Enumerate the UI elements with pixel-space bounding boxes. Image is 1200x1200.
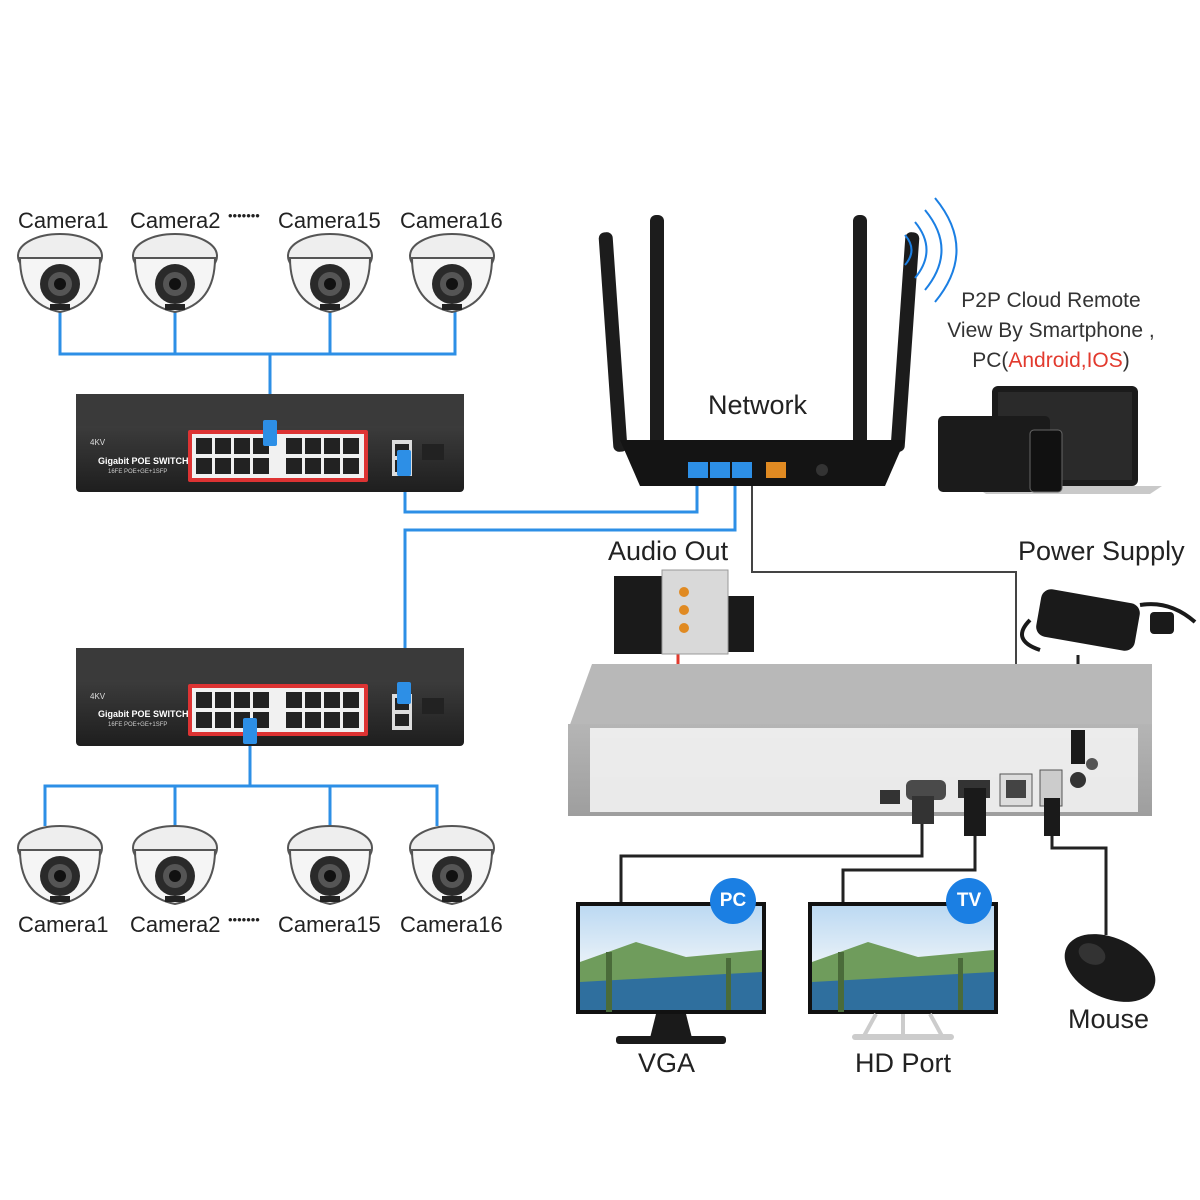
switch-bottom-subtitle: 16FE POE+GE+1SFP: [108, 722, 168, 728]
remote-line3-suffix: ): [1122, 349, 1130, 372]
camera-bottom-2-label: Camera2: [130, 912, 221, 937]
camera-bottom-ellipsis: •••••••: [228, 912, 260, 927]
monitor-vga: [576, 902, 766, 1044]
tv-badge: TV: [946, 878, 992, 924]
cable-top-cameras-bus: [58, 312, 457, 356]
camera-bottom-1-label: Camera1: [18, 912, 109, 937]
camera-bottom-1: [17, 825, 103, 905]
audio-out-label: Audio Out: [608, 536, 729, 566]
cable-mouse: [1050, 836, 1108, 935]
cable-vga: [619, 822, 924, 902]
camera-top-16-label: Camera16: [400, 208, 503, 233]
cable-bottom-cameras-bus: [43, 784, 439, 826]
wifi-icon: [904, 197, 958, 303]
camera-bottom-15-label: Camera15: [278, 912, 381, 937]
vga-label: VGA: [638, 1048, 696, 1078]
camera-bottom-15: [287, 825, 373, 905]
camera-top-16: [409, 233, 495, 313]
camera-top-2: [132, 233, 218, 313]
switch-bottom-brand: 4KV: [90, 692, 106, 701]
camera-bottom-2: [132, 825, 218, 905]
monitor-hd: [808, 902, 998, 1040]
switch-top-subtitle: 16FE POE+GE+1SFP: [108, 469, 168, 475]
camera-top-ellipsis: •••••••: [228, 208, 260, 223]
remote-view-text: P2P Cloud Remote View By Smartphone , PC…: [938, 286, 1164, 376]
camera-bottom-16-label: Camera16: [400, 912, 503, 937]
camera-bottom-16: [409, 825, 495, 905]
remote-platforms: Android,IOS: [1008, 349, 1123, 372]
switch-top-brand: 4KV: [90, 438, 106, 447]
power-supply-label: Power Supply: [1018, 536, 1185, 566]
remote-line1: P2P Cloud Remote: [961, 289, 1141, 312]
speakers-icon: [614, 569, 754, 655]
pc-badge: PC: [710, 878, 756, 924]
power-adapter-icon: [1020, 589, 1197, 652]
remote-line3: PC(Android,IOS): [938, 346, 1164, 376]
remote-line2: View By Smartphone ,: [947, 319, 1155, 342]
cable-switch-bottom-to-router: [403, 478, 737, 688]
mouse-label: Mouse: [1068, 1004, 1150, 1034]
camera-top-15: [287, 233, 373, 313]
network-label: Network: [708, 390, 808, 420]
hd-port-label: HD Port: [855, 1048, 952, 1078]
camera-top-1: [17, 233, 103, 313]
cable-hdmi: [841, 836, 977, 902]
switch-top-title: Gigabit POE SWITCH: [98, 456, 189, 466]
camera-top-1-label: Camera1: [18, 208, 109, 233]
remote-devices-icon: [938, 386, 1162, 494]
camera-top-2-label: Camera2: [130, 208, 221, 233]
camera-top-15-label: Camera15: [278, 208, 381, 233]
nvr-recorder: [568, 664, 1152, 816]
remote-line3-prefix: PC(: [972, 349, 1009, 372]
router: [598, 215, 920, 486]
mouse-icon: [1064, 934, 1156, 1002]
switch-bottom-title: Gigabit POE SWITCH: [98, 709, 189, 719]
